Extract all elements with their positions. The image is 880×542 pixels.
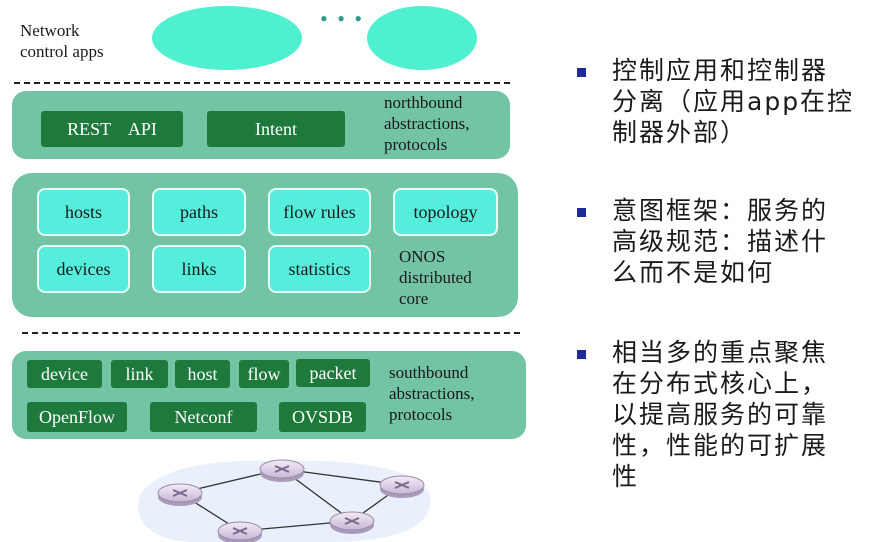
bullet-3-line4: 性，性能的可扩展 <box>612 431 829 460</box>
sb-flow-label: flow <box>247 363 281 384</box>
northbound-label-line2: abstractions, <box>384 114 470 133</box>
sb-device-label: device <box>41 363 88 384</box>
sb-link-box: link <box>111 360 168 388</box>
bullet-2: 意图框架：服务的 高级规范：描述什 么而不是如何 <box>612 195 828 288</box>
core-links-box: links <box>152 245 246 293</box>
core-devices-box: devices <box>37 245 130 293</box>
apps-label-line2: control apps <box>20 42 104 61</box>
bullet-3-line1: 相当多的重点聚焦 <box>612 338 829 367</box>
rest-api-box: REST API <box>41 111 183 147</box>
onos-label-line1: ONOS <box>399 247 446 266</box>
network-control-apps-label: Network control apps <box>20 20 104 62</box>
apps-label-line1: Network <box>20 21 80 40</box>
core-flow-rules-label: flow rules <box>283 201 356 222</box>
bullet-3-line3: 以提高服务的可靠 <box>612 400 829 429</box>
intent-label: Intent <box>255 118 297 139</box>
bullet-marker-1 <box>577 68 586 77</box>
southbound-label-line3: protocols <box>389 405 453 424</box>
northbound-label: northbound abstractions, protocols <box>384 92 469 155</box>
sb-netconf-label: Netconf <box>174 406 233 427</box>
bullet-1-line2: 分离（应用app在控 <box>612 87 855 116</box>
core-statistics-box: statistics <box>268 245 371 293</box>
bullet-1: 控制应用和控制器 分离（应用app在控 制器外部） <box>612 55 854 148</box>
core-hosts-box: hosts <box>37 188 130 236</box>
sb-ovsdb-label: OVSDB <box>291 406 353 427</box>
switch-icon <box>259 459 305 482</box>
sb-host-label: host <box>187 363 218 384</box>
southbound-label: southbound abstractions, protocols <box>389 362 474 425</box>
switch-icon <box>157 483 203 506</box>
switch-icon <box>379 475 425 498</box>
bullet-2-line1: 意图框架：服务的 <box>612 196 829 225</box>
sb-openflow-box: OpenFlow <box>27 402 127 432</box>
core-paths-box: paths <box>152 188 246 236</box>
switch-icons <box>157 459 425 542</box>
onos-label-line2: distributed <box>399 268 472 287</box>
dashed-separator-bottom <box>22 332 520 334</box>
sb-flow-box: flow <box>239 360 289 388</box>
core-topology-label: topology <box>413 201 478 222</box>
rest-api-label: REST API <box>67 118 157 139</box>
bullet-2-line3: 么而不是如何 <box>612 258 775 287</box>
dashed-separator-top <box>14 82 510 84</box>
switch-icon <box>329 511 375 534</box>
sb-packet-box: packet <box>296 359 370 387</box>
network-switches-graphic <box>138 459 431 542</box>
sb-link-label: link <box>125 363 154 384</box>
bullet-3-line2: 在分布式核心上， <box>612 369 829 398</box>
sb-device-box: device <box>27 360 102 388</box>
southbound-label-line2: abstractions, <box>389 384 475 403</box>
intent-box: Intent <box>207 111 345 147</box>
core-flow-rules-box: flow rules <box>268 188 371 236</box>
sb-openflow-label: OpenFlow <box>39 406 115 427</box>
onos-label-line3: core <box>399 289 429 308</box>
sb-netconf-box: Netconf <box>150 402 257 432</box>
bullet-marker-3 <box>577 350 586 359</box>
bullet-2-line2: 高级规范：描述什 <box>612 227 829 256</box>
app-ellipse-2 <box>367 6 477 70</box>
bullet-1-line3: 制器外部） <box>612 118 748 147</box>
bullet-marker-2 <box>577 208 586 217</box>
onos-core-label: ONOS distributed core <box>399 246 472 309</box>
bullet-3-line5: 性 <box>612 462 640 491</box>
northbound-label-line1: northbound <box>384 93 463 112</box>
switch-icon <box>217 521 263 542</box>
core-devices-label: devices <box>56 258 111 279</box>
sb-ovsdb-box: OVSDB <box>279 402 366 432</box>
northbound-label-line3: protocols <box>384 135 448 154</box>
core-paths-label: paths <box>180 201 218 222</box>
app-ellipse-1 <box>152 6 302 70</box>
core-hosts-label: hosts <box>64 201 102 222</box>
core-statistics-label: statistics <box>288 258 351 279</box>
bullet-3: 相当多的重点聚焦 在分布式核心上， 以提高服务的可靠 性，性能的可扩展 性 <box>612 337 828 492</box>
sb-packet-label: packet <box>309 362 357 383</box>
sb-host-box: host <box>175 360 230 388</box>
core-topology-box: topology <box>393 188 498 236</box>
core-links-label: links <box>181 258 217 279</box>
bullet-1-line1: 控制应用和控制器 <box>612 56 829 85</box>
southbound-label-line1: southbound <box>389 363 469 382</box>
more-apps-dots: • • • <box>320 6 365 31</box>
